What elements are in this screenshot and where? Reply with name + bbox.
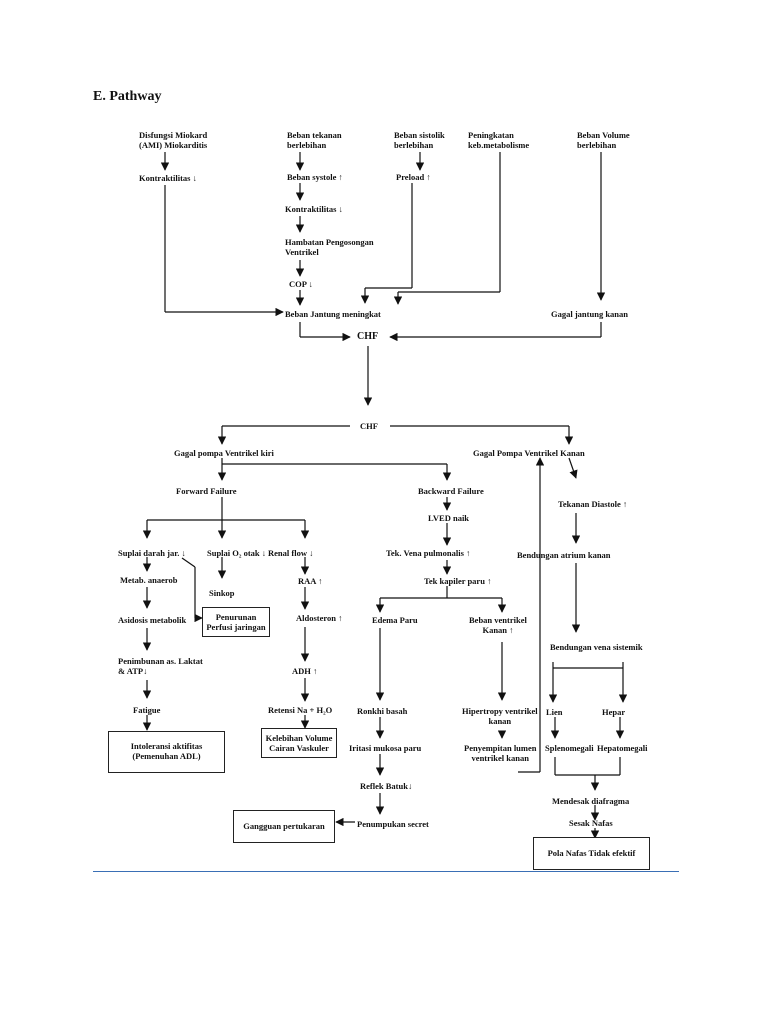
arrow-down-icon: ↓: [181, 548, 186, 558]
node-suplai-darah: Suplai darah jar. ↓: [118, 548, 186, 558]
node-tek-vena-pulmonalis: Tek. Vena pulmonalis ↑: [386, 548, 471, 558]
node-bendungan-atrium: Bendungan atrium kanan: [517, 550, 611, 560]
arrow-down-icon: ↓: [309, 548, 314, 558]
node-kontraktilitas-a: Kontraktilitas ↓: [139, 173, 197, 183]
arrow-up-icon: ↑: [318, 576, 323, 586]
node-metab-anaerob: Metab. anaerob: [120, 575, 178, 585]
node-iritasi-mukosa: Iritasi mukosa paru: [349, 743, 422, 753]
node-beban-jantung: Beban Jantung meningkat: [285, 309, 381, 319]
box-pola-nafas: Pola Nafas Tidak efektif: [533, 837, 650, 870]
node-gagal-jantung-kanan: Gagal jantung kanan: [551, 309, 628, 319]
node-tek-kapiler: Tek kapiler paru ↑: [424, 576, 492, 586]
node-backward-failure: Backward Failure: [418, 486, 484, 496]
arrow-up-icon: ↑: [313, 666, 318, 676]
horizontal-rule: [93, 871, 679, 872]
node-penimbunan: Penimbunan as. Laktat & ATP↓: [118, 656, 203, 676]
arrow-down-icon: ↓: [143, 666, 148, 676]
node-beban-volume: Beban Volume berlebihan: [577, 130, 630, 150]
node-gagal-pompa-kanan: Gagal Pompa Ventrikel Kanan: [473, 448, 585, 458]
box-gangguan-pertukaran: Gangguan pertukaran: [233, 810, 335, 843]
node-reflek-batuk: Reflek Batuk↓: [360, 781, 413, 791]
node-hepatomegali: Hepatomegali: [597, 743, 648, 753]
node-peningkatan-metabolisme: Peningkatan keb.metabolisme: [468, 130, 530, 150]
node-gagal-pompa-kiri: Gagal pompa Ventrikel kiri: [174, 448, 274, 458]
node-cop: COP ↓: [289, 279, 313, 289]
arrow-up-icon: ↑: [338, 613, 343, 623]
node-beban-sistolik: Beban sistolik berlebihan: [394, 130, 445, 150]
node-beban-ventrikel-kanan: Beban ventrikel Kanan ↑: [469, 615, 527, 635]
node-hambatan-pengosongan: Hambatan Pengosongan Ventrikel: [285, 237, 374, 257]
arrow-down-icon: ↓: [192, 173, 197, 183]
node-retensi: Retensi Na + H₂O: [268, 705, 333, 715]
box-kelebihan-volume: Kelebihan Volume Cairan Vaskuler: [261, 728, 337, 758]
node-edema-paru: Edema Paru: [372, 615, 418, 625]
arrow-up-icon: ↑: [426, 172, 431, 182]
node-disfungsi-miokard: Disfungsi Miokard (AMI) Miokarditis: [139, 130, 208, 150]
arrow-up-icon: ↑: [338, 172, 343, 182]
arrow-up-icon: ↑: [622, 499, 628, 509]
node-adh: ADH ↑: [292, 666, 318, 676]
node-ronkhi-basah: Ronkhi basah: [357, 706, 408, 716]
node-hepar: Hepar: [602, 707, 626, 717]
node-asidosis: Asidosis metabolik: [118, 615, 187, 625]
node-penumpukan-secret: Penumpukan secret: [357, 819, 429, 829]
node-fatigue: Fatigue: [133, 705, 161, 715]
arrow-down-icon: ↓: [308, 279, 313, 289]
node-chf-2: CHF: [360, 421, 378, 431]
node-suplai-o2: Suplai O₂ otak ↓: [207, 548, 266, 558]
box-penurunan-perfusi: Penurunan Perfusi jaringan: [202, 607, 270, 637]
node-penyempitan-lumen: Penyempitan lumen ventrikel kanan: [464, 743, 537, 763]
node-lved-naik: LVED naik: [428, 513, 470, 523]
node-sesak-nafas: Sesak Nafas: [569, 818, 613, 828]
arrow-down-icon: ↓: [338, 204, 343, 214]
arrow-down-icon: ↓: [261, 548, 266, 558]
node-splenomegali: Splenomegali: [545, 743, 594, 753]
node-forward-failure: Forward Failure: [176, 486, 237, 496]
node-beban-systole: Beban systole ↑: [287, 172, 343, 182]
box-intoleransi-aktifitas: Intoleransi aktifitas (Pemenuhan ADL): [108, 731, 225, 773]
node-hipertropy: Hipertropy ventrikel kanan: [462, 706, 538, 726]
node-lien: Lien: [546, 707, 563, 717]
node-mendesak-diafragma: Mendesak diafragma: [552, 796, 630, 806]
arrow-up-icon: ↑: [466, 548, 471, 558]
node-beban-tekanan: Beban tekanan berlebihan: [287, 130, 342, 150]
node-tekanan-diastole: Tekanan Diastole ↑: [558, 499, 628, 509]
node-sinkop: Sinkop: [209, 588, 235, 598]
arrow-down-icon: ↓: [407, 781, 413, 791]
node-renal-flow: Renal flow ↓: [268, 548, 314, 558]
page-heading: E. Pathway: [93, 89, 162, 104]
arrow-up-icon: ↑: [487, 576, 492, 586]
node-kontraktilitas-b: Kontraktilitas ↓: [285, 204, 343, 214]
node-chf-1: CHF: [357, 331, 379, 342]
node-bendungan-vena: Bendungan vena sistemik: [550, 642, 643, 652]
arrow-up-icon: ↑: [509, 625, 514, 635]
node-raa: RAA ↑: [298, 576, 323, 586]
node-aldosteron: Aldosteron ↑: [296, 613, 343, 623]
node-preload: Preload ↑: [396, 172, 431, 182]
